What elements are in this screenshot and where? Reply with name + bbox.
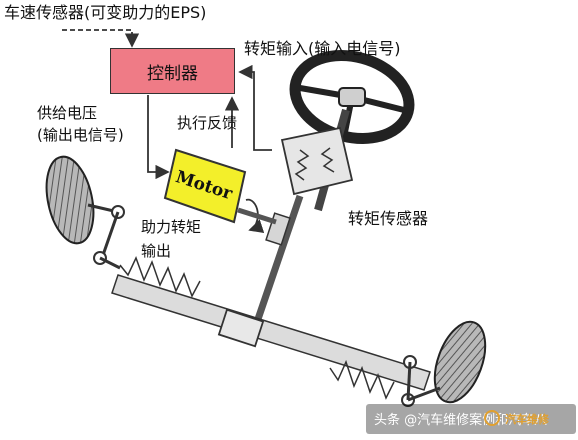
steering-rack — [111, 256, 431, 400]
supply-voltage-label-1: 供给电压 — [37, 104, 98, 122]
right-wheel — [401, 320, 487, 407]
lower-shaft — [252, 194, 304, 327]
speed-signal-arrow — [62, 29, 140, 48]
assist-motor: Motor — [163, 148, 277, 233]
supply-voltage-arrow — [147, 95, 170, 180]
assist-torque-label-1: 助力转矩 — [141, 218, 202, 236]
torque-signal-arrow — [238, 64, 272, 151]
supply-voltage-label-2: (输出电信号) — [37, 126, 124, 144]
torque-sensor-box — [280, 126, 354, 196]
controller-label: 控制器 — [147, 63, 198, 84]
feedback-label: 执行反馈 — [177, 114, 238, 132]
watermark-text: 头条 @汽车维修案例和汽车八 — [374, 412, 547, 428]
watermark-logo: 汽车维修 — [505, 412, 550, 426]
torque-sensor-label: 转矩传感器 — [348, 209, 429, 228]
controller-box: 控制器 — [110, 48, 235, 94]
vehicle-speed-sensor-label: 车速传感器(可变助力的EPS) — [4, 3, 207, 22]
left-wheel — [45, 155, 125, 270]
torque-input-label: 转矩输入(输入电信号) — [244, 39, 401, 58]
assist-torque-label-2: 输出 — [141, 242, 172, 260]
watermark: 头条 @汽车维修案例和汽车八 汽车维修 — [366, 404, 576, 434]
